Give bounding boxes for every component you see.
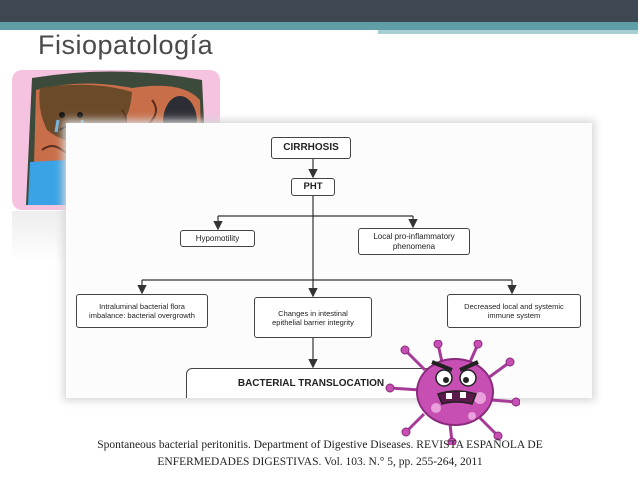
bacterial-translocation-node: BACTERIAL TRANSLOCATION	[186, 368, 436, 398]
epithelial-barrier-node: Changes in intestinal epithelial barrier…	[254, 297, 372, 338]
bacterial-flora-label-line1: Intraluminal bacterial flora	[99, 302, 185, 311]
citation-line2: ENFERMEDADES DIGESTIVAS. Vol. 103. N.° 5…	[157, 455, 483, 468]
bacterial-flora-label-line2: imbalance: bacterial overgrowth	[89, 311, 195, 320]
inflammatory-label-line1: Local pro-inflammatory	[373, 231, 455, 241]
bacterial-translocation-label: BACTERIAL TRANSLOCATION	[237, 377, 385, 389]
flow-diagram-panel	[66, 123, 592, 398]
immune-system-label-line2: immune system	[487, 311, 541, 320]
bacterial-flora-node: Intraluminal bacterial flora imbalance: …	[76, 294, 208, 328]
pht-node: PHT	[291, 178, 335, 196]
inflammatory-label-line2: phenomena	[392, 241, 436, 251]
source-citation: Spontaneous bacterial peritonitis. Depar…	[50, 437, 590, 470]
slide-title: Fisiopatología	[38, 30, 214, 60]
inflammatory-node: Local pro-inflammatory phenomena	[358, 228, 470, 255]
citation-line1: Spontaneous bacterial peritonitis. Depar…	[97, 439, 543, 451]
header-bar	[0, 0, 638, 22]
cirrhosis-node: CIRRHOSIS	[271, 137, 351, 159]
hypomotility-label: Hypomotility	[195, 233, 240, 243]
header-accent-bar	[0, 22, 638, 30]
hypomotility-node: Hypomotility	[180, 230, 255, 247]
header-accent-line	[378, 30, 638, 34]
immune-system-label-line1: Decreased local and systemic	[464, 302, 564, 311]
pht-label: PHT	[303, 181, 323, 193]
cirrhosis-label: CIRRHOSIS	[283, 142, 339, 153]
epithelial-barrier-label-line2: epithelial barrier integrity	[272, 317, 354, 327]
angry-germ-icon	[385, 340, 520, 445]
immune-system-node: Decreased local and systemic immune syst…	[447, 294, 581, 328]
epithelial-barrier-label-line1: Changes in intestinal	[278, 308, 348, 318]
